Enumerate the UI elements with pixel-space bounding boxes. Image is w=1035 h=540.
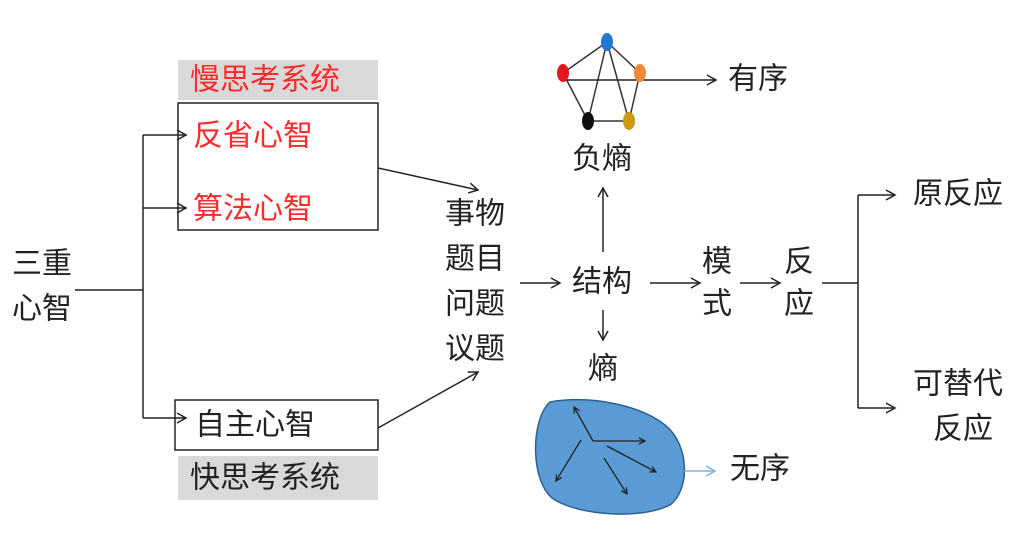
graph-node-gold <box>623 112 635 130</box>
pattern-label-line2: 式 <box>702 287 732 322</box>
alternative-reaction-line2: 反应 <box>933 412 993 447</box>
reaction-label-line2: 应 <box>784 287 814 322</box>
structure-label: 结构 <box>572 265 632 300</box>
graph-node-red <box>557 64 569 82</box>
slow-to-subjects-arrow <box>377 167 480 194</box>
graph-node-black <box>582 112 594 130</box>
slow-system-label: 慢思考系统 <box>190 63 340 98</box>
alternative-reaction-line1: 可替代 <box>913 367 1003 402</box>
root-label-line2: 心智 <box>12 292 72 327</box>
slow-system-box <box>177 102 379 231</box>
entropy-label: 熵 <box>588 352 618 387</box>
disordered-blob <box>534 399 717 515</box>
fast-to-subjects-arrow <box>377 371 480 429</box>
subject-topics: 题目 <box>445 242 505 277</box>
algorithmic-mind: 算法心智 <box>193 192 313 227</box>
ordered-label: 有序 <box>728 62 788 97</box>
fast-system-label: 快思考系统 <box>190 461 340 496</box>
fast-system-label-bg <box>178 456 378 500</box>
reaction-bracket <box>822 189 897 414</box>
autonomous-mind: 自主心智 <box>195 408 315 443</box>
subject-issues: 议题 <box>445 332 505 367</box>
negentropy-label: 负熵 <box>572 142 632 177</box>
reaction-label-line1: 反 <box>784 245 814 280</box>
pattern-label-line1: 模 <box>702 245 732 280</box>
root-label-line1: 三重 <box>12 247 72 282</box>
root-bracket <box>75 129 188 424</box>
subject-things: 事物 <box>445 197 505 232</box>
graph-node-orange <box>634 64 646 82</box>
fast-system-box <box>174 399 379 451</box>
slow-system-label-bg <box>178 60 378 100</box>
graph-node-blue <box>601 33 613 51</box>
disordered-label: 无序 <box>730 452 790 487</box>
reflective-mind: 反省心智 <box>193 119 313 154</box>
original-reaction: 原反应 <box>913 177 1003 212</box>
subject-problems: 问题 <box>445 287 505 322</box>
ordered-graph <box>557 33 718 130</box>
